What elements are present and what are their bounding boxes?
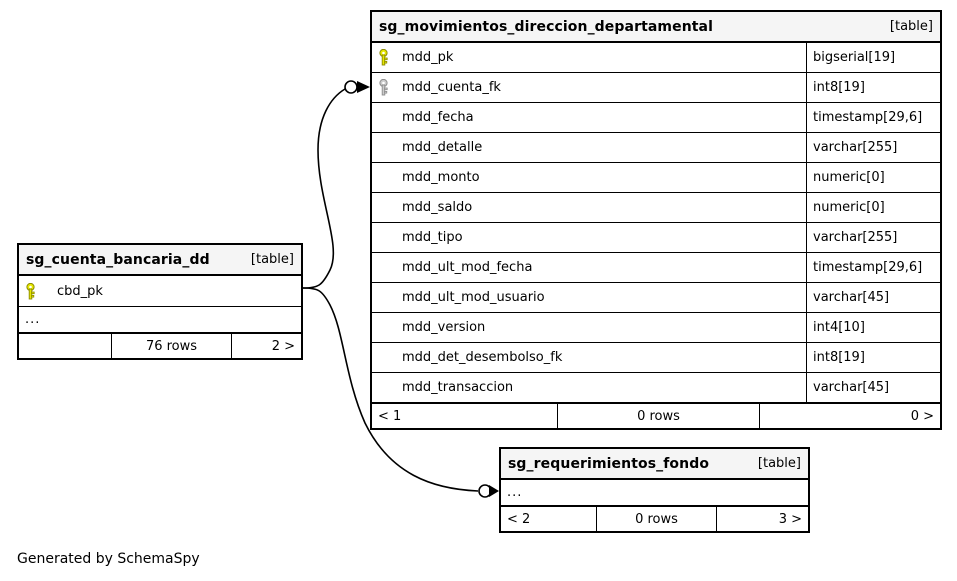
key-slot-empty <box>372 343 394 372</box>
column-name: mdd_tipo <box>402 230 463 245</box>
next-relations-count[interactable]: 0 > <box>910 408 934 424</box>
prev-relations-count[interactable]: < 1 <box>378 408 402 424</box>
table-row[interactable]: mdd_fecha timestamp[29,6] <box>372 103 940 133</box>
table-row[interactable]: mdd_ult_mod_fecha timestamp[29,6] <box>372 253 940 283</box>
relationship-cuenta-to-movimientos <box>302 80 370 289</box>
column-name: mdd_det_desembolso_fk <box>402 350 563 365</box>
row-count: 0 rows <box>557 404 760 428</box>
table-header: sg_cuenta_bancaria_dd [table] <box>19 245 301 276</box>
column-name: mdd_monto <box>402 170 480 185</box>
crowsfoot-zero-marker <box>344 80 358 94</box>
table-header: sg_requerimientos_fondo [table] <box>501 449 808 480</box>
column-type: timestamp[29,6] <box>806 103 940 132</box>
table-row[interactable]: mdd_tipo varchar[255] <box>372 223 940 253</box>
key-slot-empty <box>372 133 394 162</box>
table-row[interactable]: mdd_cuenta_fk int8[19] <box>372 73 940 103</box>
column-type: numeric[0] <box>806 163 940 192</box>
foreign-key-icon <box>372 73 394 102</box>
table-row[interactable]: mdd_pk bigserial[19] <box>372 43 940 73</box>
column-type: varchar[45] <box>806 373 940 402</box>
key-slot-empty <box>372 163 394 192</box>
prev-relations-count[interactable] <box>19 334 111 358</box>
column-type: varchar[255] <box>806 223 940 252</box>
column-type: numeric[0] <box>806 193 940 222</box>
key-slot-empty <box>372 373 394 402</box>
table-row[interactable]: mdd_det_desembolso_fk int8[19] <box>372 343 940 373</box>
table-title: sg_movimientos_direccion_departamental <box>379 18 713 35</box>
column-name: mdd_ult_mod_fecha <box>402 260 533 275</box>
column-name: cbd_pk <box>57 283 103 299</box>
column-name: mdd_detalle <box>402 140 483 155</box>
primary-key-icon <box>19 276 41 306</box>
row-count: 0 rows <box>596 507 717 531</box>
column-type: varchar[45] <box>806 283 940 312</box>
column-type: int4[10] <box>806 313 940 342</box>
generated-by-caption: Generated by SchemaSpy <box>17 551 200 567</box>
table-type-tag: [table] <box>757 456 801 471</box>
table-row[interactable]: mdd_monto numeric[0] <box>372 163 940 193</box>
table-sg-cuenta-bancaria-dd[interactable]: sg_cuenta_bancaria_dd [table] cbd_pk ...… <box>17 243 303 360</box>
more-columns-indicator[interactable]: ... <box>19 307 301 333</box>
key-slot-empty <box>372 103 394 132</box>
table-footer: < 2 0 rows 3 > <box>501 506 808 531</box>
key-slot-empty <box>372 253 394 282</box>
table-footer: < 1 0 rows 0 > <box>372 403 940 428</box>
table-type-tag: [table] <box>250 252 294 267</box>
table-row[interactable]: mdd_saldo numeric[0] <box>372 193 940 223</box>
column-name: mdd_saldo <box>402 200 473 215</box>
next-relations-count[interactable]: 2 > <box>271 338 295 354</box>
column-name: mdd_ult_mod_usuario <box>402 290 545 305</box>
column-type: int8[19] <box>806 73 940 102</box>
column-name: mdd_transaccion <box>402 380 514 395</box>
primary-key-icon <box>372 43 394 72</box>
next-relations-count[interactable]: 3 > <box>778 511 802 527</box>
arrowhead <box>357 81 370 93</box>
table-row[interactable]: mdd_ult_mod_usuario varchar[45] <box>372 283 940 313</box>
table-row[interactable]: mdd_version int4[10] <box>372 313 940 343</box>
column-name: mdd_version <box>402 320 486 335</box>
column-type: timestamp[29,6] <box>806 253 940 282</box>
table-sg-movimientos-direccion-departamental[interactable]: sg_movimientos_direccion_departamental [… <box>370 10 942 430</box>
table-header: sg_movimientos_direccion_departamental [… <box>372 12 940 43</box>
key-slot-empty <box>372 223 394 252</box>
column-name: mdd_cuenta_fk <box>402 80 501 95</box>
column-type: bigserial[19] <box>806 43 940 72</box>
table-title: sg_cuenta_bancaria_dd <box>26 251 210 268</box>
table-row[interactable]: mdd_detalle varchar[255] <box>372 133 940 163</box>
table-type-tag: [table] <box>889 19 933 34</box>
column-name: mdd_pk <box>402 50 454 65</box>
key-slot-empty <box>372 193 394 222</box>
table-footer: 76 rows 2 > <box>19 333 301 358</box>
column-type: int8[19] <box>806 343 940 372</box>
more-columns-indicator[interactable]: ... <box>501 480 808 506</box>
table-row[interactable]: mdd_transaccion varchar[45] <box>372 373 940 403</box>
key-slot-empty <box>372 313 394 342</box>
row-count: 76 rows <box>111 334 232 358</box>
crowsfoot-zero-marker <box>478 484 492 498</box>
column-name: mdd_fecha <box>402 110 474 125</box>
table-row[interactable]: cbd_pk <box>19 276 301 307</box>
table-title: sg_requerimientos_fondo <box>508 455 710 472</box>
prev-relations-count[interactable]: < 2 <box>507 511 531 527</box>
arrowhead <box>489 485 499 497</box>
column-type: varchar[255] <box>806 133 940 162</box>
key-slot-empty <box>372 283 394 312</box>
table-sg-requerimientos-fondo[interactable]: sg_requerimientos_fondo [table] ... < 2 … <box>499 447 810 533</box>
